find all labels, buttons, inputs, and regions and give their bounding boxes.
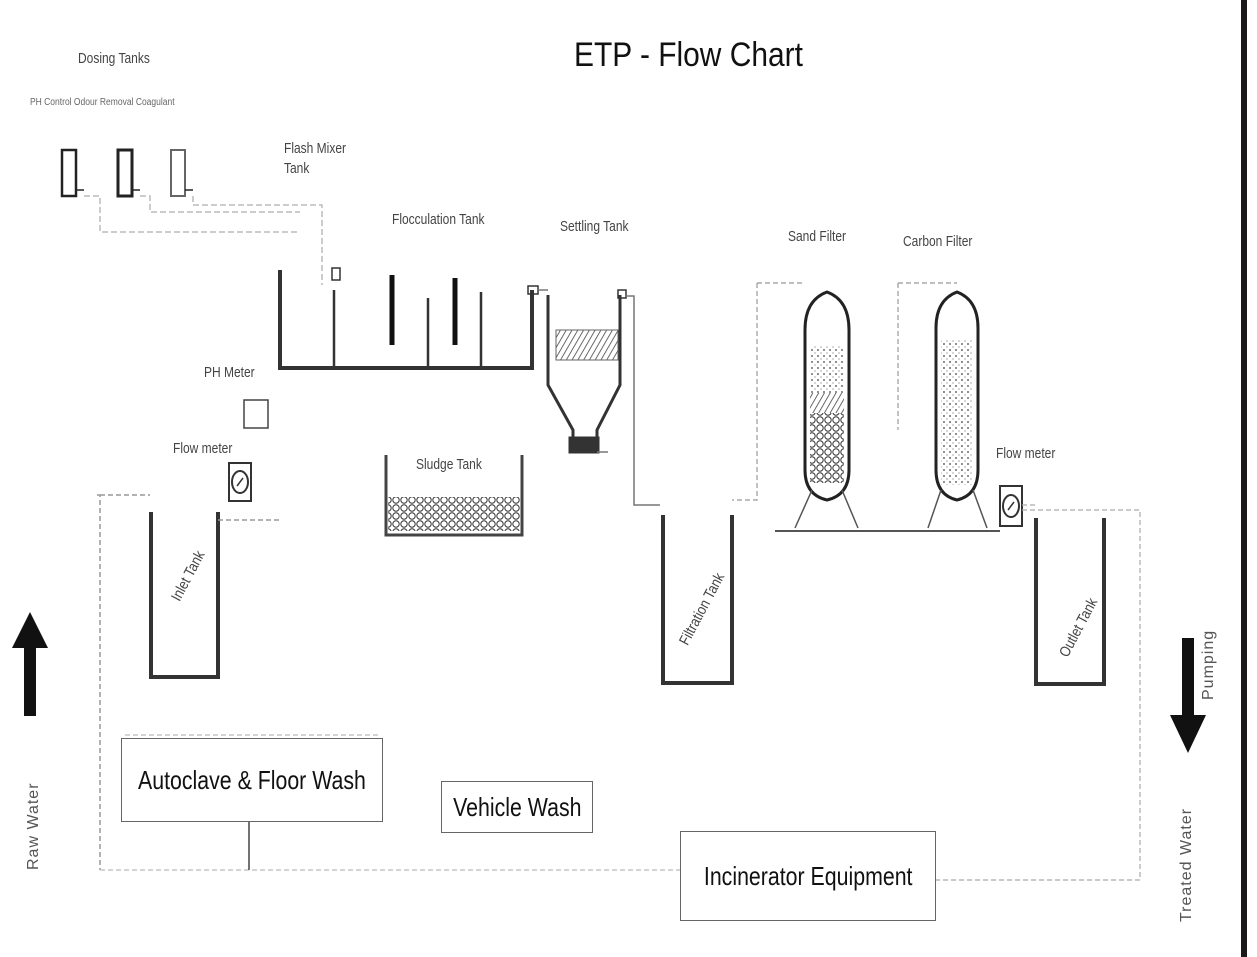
page-right-border (1241, 0, 1247, 957)
ph-meter-device (243, 399, 269, 429)
flocculation-tank (278, 267, 534, 370)
inlet-tank (149, 512, 220, 679)
settling-tank (527, 285, 627, 454)
treated-water-arrow-icon (1170, 638, 1206, 753)
flash-mixer-label-2: Tank (284, 160, 310, 177)
settling-label: Settling Tank (560, 218, 629, 235)
ph-meter-label: PH Meter (204, 364, 255, 381)
sand-filter-vessel (794, 290, 859, 529)
source-pipes (100, 734, 680, 871)
dosing-pipes (84, 195, 323, 285)
flow-meter-right-label: Flow meter (996, 445, 1056, 462)
process-pipes (537, 289, 660, 506)
autoclave-floor-wash-label: Autoclave & Floor Wash (138, 764, 366, 795)
inlet-pipes (97, 494, 280, 870)
flow-meter-left-label: Flow meter (173, 440, 233, 457)
dosing-chemicals-label: PH Control Odour Removal Coagulant (30, 97, 175, 108)
flow-meter-right-device (999, 485, 1023, 527)
sludge-label: Sludge Tank (416, 456, 482, 473)
incinerator-equipment-box: Incinerator Equipment (680, 831, 936, 921)
chart-title: ETP - Flow Chart (574, 36, 803, 74)
vehicle-wash-box: Vehicle Wash (441, 781, 593, 833)
outlet-tank (1034, 518, 1106, 686)
dosing-tanks (60, 148, 193, 198)
carbon-filter-label: Carbon Filter (903, 233, 973, 250)
incinerator-equipment-label: Incinerator Equipment (703, 860, 913, 891)
filtration-tank (661, 515, 734, 685)
raw-water-label: Raw Water (25, 782, 42, 870)
flocculation-label: Flocculation Tank (392, 211, 485, 228)
carbon-filter-vessel (927, 290, 988, 529)
autoclave-floor-wash-box: Autoclave & Floor Wash (121, 738, 383, 822)
pumping-label: Pumping (1200, 629, 1217, 700)
outlet-pipes (935, 504, 1141, 881)
flash-mixer-label: Flash Mixer (284, 140, 347, 157)
flow-meter-left-device (228, 462, 252, 502)
raw-water-arrow-icon (12, 612, 48, 716)
sand-filter-label: Sand Filter (788, 228, 847, 245)
dosing-tanks-label: Dosing Tanks (78, 50, 150, 67)
sludge-tank (384, 455, 524, 537)
vehicle-wash-label: Vehicle Wash (452, 791, 582, 822)
treated-water-label: Treated Water (1178, 807, 1195, 922)
filter-pipes (732, 282, 957, 501)
